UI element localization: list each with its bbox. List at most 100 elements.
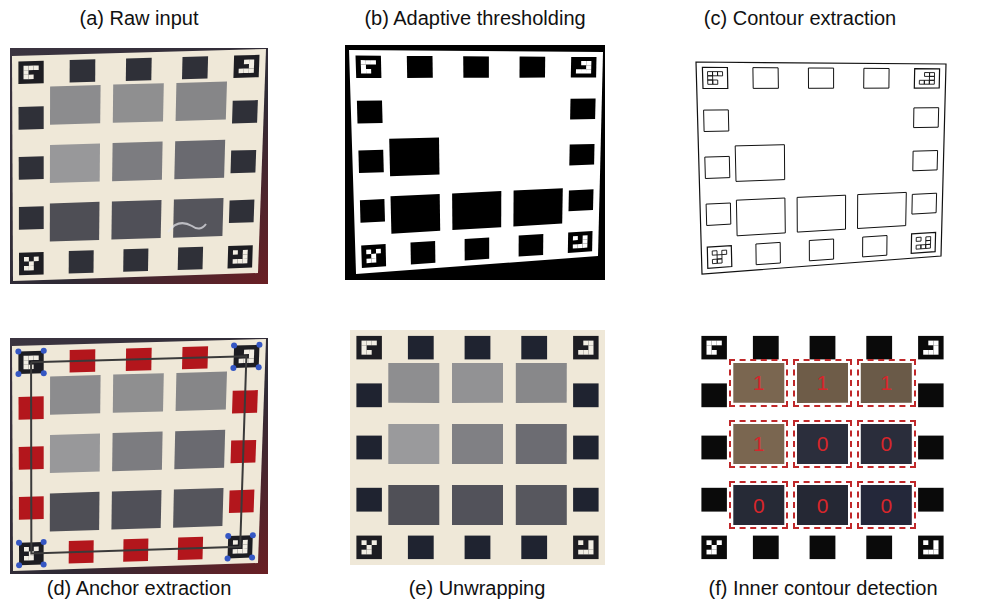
panel-caption: (b) Adaptive thresholding [364, 6, 585, 30]
aruco-marker [356, 56, 382, 78]
marker-bit-contour [718, 72, 723, 76]
marker-bit [583, 239, 588, 243]
contour-image [696, 62, 946, 274]
threshold-square [411, 241, 436, 265]
bit-value: 0 [880, 494, 892, 517]
marker-bit-contour [916, 237, 921, 241]
border-square [19, 206, 44, 230]
border-square [701, 436, 727, 460]
marker-bit [29, 266, 34, 271]
border-square [573, 436, 599, 460]
aruco-marker [571, 57, 597, 78]
marker-bit [24, 356, 29, 361]
anchor-point [230, 365, 236, 371]
bit-value: 0 [817, 494, 829, 517]
marker-bit [707, 341, 712, 346]
enhanced-image [695, 330, 950, 565]
threshold-square [520, 57, 546, 78]
marker-bit-contour [929, 80, 934, 84]
border-square [918, 436, 944, 460]
grey-patch [173, 198, 223, 238]
anchor-point [41, 561, 47, 567]
border-square [356, 488, 382, 512]
marker-bit [588, 341, 593, 346]
marker-bit [578, 550, 583, 555]
marker-bit [249, 59, 254, 64]
marker-bit [24, 66, 29, 71]
aruco-marker [701, 336, 727, 360]
threshold-sheet [349, 50, 603, 274]
marker-bit [233, 259, 238, 264]
marker-bit [34, 547, 39, 552]
marker-bit [29, 356, 34, 361]
marker-bit [361, 60, 366, 65]
threshold-square [570, 98, 596, 119]
bit-patch [861, 485, 912, 525]
border-square [465, 336, 491, 360]
marker-bit [588, 545, 593, 550]
marker-bit-contour [929, 76, 934, 80]
border-square [19, 156, 44, 180]
marker-bit [24, 70, 29, 75]
marker-bit [238, 259, 243, 264]
threshold-square [463, 56, 489, 78]
marker-bit [586, 61, 591, 65]
raw-input-photo [10, 48, 268, 284]
bit-box: 1 [729, 420, 788, 468]
threshold-blob [513, 188, 562, 226]
marker-bit-contour [924, 80, 929, 84]
marker-bit [707, 550, 712, 555]
square-contour [863, 236, 887, 257]
anchor-frame [31, 356, 246, 553]
marker-bit [243, 254, 248, 259]
grey-patch [388, 363, 439, 403]
border-square [231, 150, 257, 173]
grey-patch [452, 424, 503, 464]
grey-patch [113, 83, 164, 123]
threshold-background [345, 45, 605, 280]
border-square [182, 56, 208, 79]
threshold-square [358, 150, 383, 173]
marker-bit [372, 540, 377, 545]
anchor-image [10, 338, 268, 574]
aruco-marker [361, 244, 386, 268]
marker-bit-contour [708, 76, 713, 80]
marker-bit [712, 341, 717, 346]
anchor-point [225, 533, 231, 539]
grey-patch [516, 424, 567, 464]
bit-patch [861, 363, 912, 403]
marker-bit-contour [926, 244, 931, 248]
marker-bit [24, 257, 29, 262]
marker-bit [233, 250, 238, 255]
border-square [701, 383, 727, 407]
grey-patch [452, 363, 503, 403]
border-square [356, 383, 382, 407]
panel-caption: (c) Contour extraction [704, 6, 896, 30]
bit-box: 1 [857, 359, 916, 407]
marker-bit [717, 341, 722, 346]
marker-bit [361, 65, 366, 70]
marker-bit [712, 550, 717, 555]
marker-bit [581, 61, 586, 65]
aruco-marker [356, 336, 382, 360]
marker-bit [243, 250, 248, 255]
bit-value: 1 [753, 432, 765, 455]
grey-patch [176, 81, 227, 121]
border-square [573, 488, 599, 512]
grey-patch [111, 200, 161, 240]
square-contour [706, 203, 731, 226]
square-contour [753, 68, 779, 89]
threshold-square [357, 101, 383, 124]
marker-bit [933, 345, 938, 350]
border-square [701, 488, 727, 512]
marker-bit [361, 69, 366, 73]
marker-bit [712, 545, 717, 550]
bit-patch [797, 424, 848, 464]
border-square [753, 536, 779, 560]
square-contour [808, 68, 833, 88]
calibration-sheet [12, 339, 266, 571]
sheet-contour [696, 62, 946, 274]
grey-patch [176, 371, 227, 411]
marker-bit [362, 345, 367, 350]
marker-bit [367, 341, 372, 346]
